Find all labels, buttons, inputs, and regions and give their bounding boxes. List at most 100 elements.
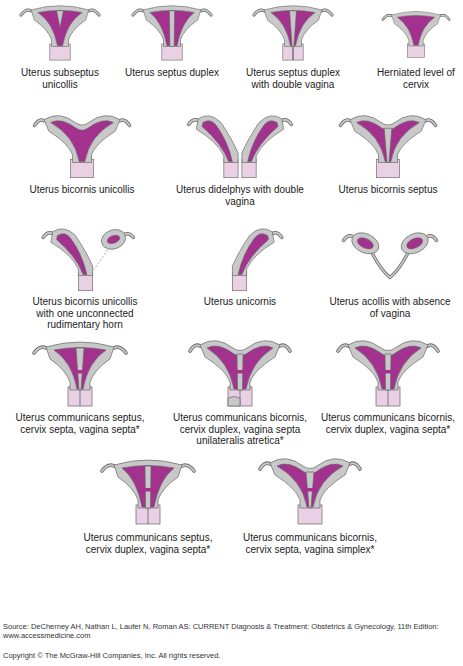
fallopian-tube — [43, 233, 53, 238]
uterine-cavity — [202, 121, 232, 162]
anomaly-caption: Uterus communicans bicornis, cervix dupl… — [170, 412, 310, 447]
uterine-half — [43, 229, 92, 291]
uterine-septum — [290, 11, 297, 47]
fallopian-tube — [426, 120, 436, 126]
fallopian-tube — [201, 10, 211, 15]
atretic-vagina — [228, 397, 240, 407]
source-note: Source: DeCherney AH, Nathan L, Laufer N… — [3, 622, 458, 641]
uterine-wall — [31, 6, 89, 47]
connection-line — [94, 250, 108, 270]
uterine-cavity — [150, 10, 194, 45]
fallopian-tube — [282, 120, 292, 125]
uterine-cavity — [122, 466, 174, 508]
uterine-cavity — [357, 121, 420, 162]
fallopian-tube — [89, 10, 99, 15]
fallopian-tube — [254, 10, 264, 15]
anomaly-caption: Uterus communicans septus, cervix septa,… — [10, 412, 150, 435]
uterine-cavity — [397, 15, 434, 45]
anomaly-caption: Uterus septus duplex — [120, 67, 224, 79]
anomaly-caption: Uterus bicornis septus — [318, 184, 458, 196]
uterus-figure — [254, 6, 332, 60]
septal-communication — [236, 370, 245, 374]
uterine-horn — [51, 229, 93, 276]
uterus-figure — [34, 116, 129, 178]
anomaly-caption: Herniated level of cervix — [374, 67, 458, 90]
uterus-figure — [232, 229, 281, 291]
uterine-half — [189, 116, 238, 178]
source-note: Copyright © The McGraw-Hill Companies, I… — [3, 651, 458, 660]
fallopian-tube — [34, 120, 44, 126]
fallopian-tube — [338, 345, 348, 351]
uterine-septum — [169, 11, 174, 47]
anomaly-caption: Uterus bicornis unicollis with one uncon… — [23, 296, 147, 331]
uterus-figure — [189, 116, 292, 178]
uterus-figure — [133, 6, 211, 60]
fallopian-tube — [322, 10, 332, 15]
uterus-figure — [34, 342, 126, 406]
uterus-figure — [338, 341, 438, 406]
fallopian-tube — [182, 465, 194, 471]
fallopian-tube — [338, 345, 348, 351]
uterine-half — [232, 229, 281, 291]
septal-communication — [144, 488, 153, 492]
fallopian-tube — [440, 15, 449, 19]
fallopian-tube — [350, 463, 360, 469]
horn-cavity — [356, 235, 376, 251]
fallopian-tube — [383, 15, 392, 19]
septal-communication — [306, 488, 315, 492]
fallopian-tube — [254, 10, 264, 15]
fallopian-tube — [182, 465, 194, 471]
uterine-wall — [143, 6, 201, 47]
fallopian-tube — [272, 233, 282, 238]
uterus-figure — [190, 341, 290, 406]
fallopian-tube — [34, 347, 46, 353]
fallopian-tube — [341, 120, 351, 126]
uterus-figure — [260, 459, 360, 524]
uterus-figure — [341, 116, 436, 178]
fibrous-cord — [371, 251, 409, 278]
fallopian-tube — [89, 10, 99, 15]
uterine-wall — [200, 341, 280, 390]
vaginal-septum — [148, 508, 149, 524]
fallopian-tube — [114, 347, 126, 353]
uterus-figure — [43, 226, 133, 290]
fallopian-tube — [426, 120, 436, 126]
fallopian-tube — [190, 345, 200, 351]
uterine-cavity — [51, 121, 114, 162]
uterine-cavity — [38, 10, 82, 45]
fallopian-tube — [341, 120, 351, 126]
fallopian-tube — [133, 10, 143, 15]
uterine-cavity — [355, 346, 421, 389]
uterine-septum — [145, 466, 151, 508]
fallopian-tube — [133, 10, 143, 15]
fallopian-tube — [322, 10, 332, 15]
rudimentary-cavity — [106, 234, 121, 246]
fallopian-tube — [282, 120, 292, 125]
horn-wall — [348, 229, 382, 258]
uterine-horn — [398, 229, 437, 258]
anomaly-caption: Uterus didelphys with double vagina — [170, 184, 310, 207]
uterine-half — [242, 116, 291, 178]
fallopian-tube — [190, 345, 200, 351]
uterine-septum — [384, 128, 392, 162]
anomaly-caption: Uterus communicans bicornis, cervix sept… — [235, 532, 385, 555]
fallopian-tube — [280, 345, 290, 351]
uterus-figure — [383, 11, 449, 57]
horn-wall — [398, 229, 432, 258]
fallopian-tube — [21, 10, 31, 15]
anomaly-caption: Uterus communicans bicornis, cervix dupl… — [318, 412, 458, 435]
fallopian-tube — [440, 15, 449, 19]
fallopian-tube — [428, 345, 438, 351]
rudimentary-horn — [99, 226, 129, 252]
fallopian-tube — [114, 347, 126, 353]
uterine-horn — [343, 229, 382, 258]
fallopian-tube — [21, 10, 31, 15]
uterine-cavity — [277, 464, 343, 507]
anomaly-caption: Uterus unicornis — [178, 296, 302, 308]
fallopian-tube — [260, 463, 270, 469]
uterus-figure — [102, 460, 194, 524]
fallopian-tube — [34, 120, 44, 126]
uterine-cavity — [271, 10, 315, 45]
